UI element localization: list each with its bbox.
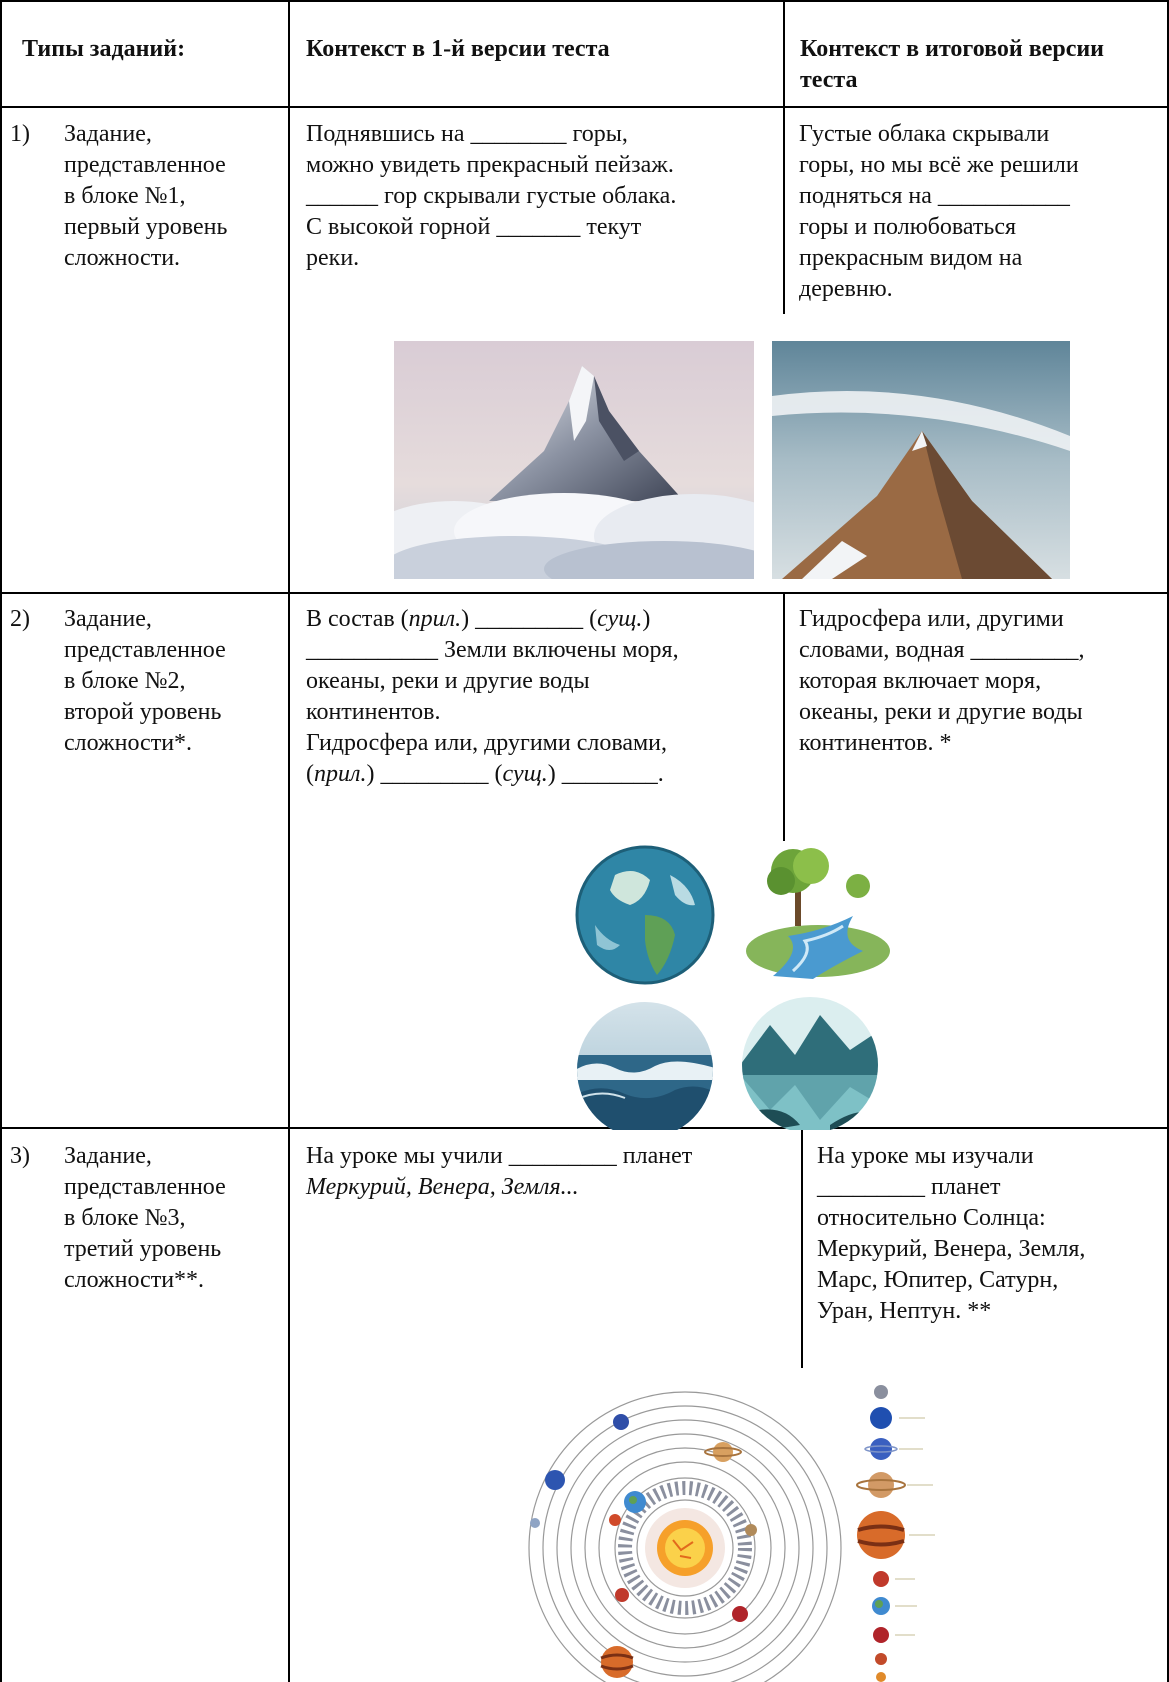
text-part: ) ________. xyxy=(547,761,664,787)
row2-type-line: в блоке №2, xyxy=(64,668,186,694)
row1-v1-line: Поднявшись на ________ горы, xyxy=(306,121,628,147)
row2-final-line: континентов. * xyxy=(799,730,952,756)
row2-final-line: которая включает моря, xyxy=(799,668,1042,694)
mountain-peak-image xyxy=(772,341,1070,579)
italic-part: сущ. xyxy=(597,606,643,632)
row3-type-line: представленное xyxy=(64,1174,226,1200)
row2-final-line: океаны, реки и другие воды xyxy=(799,699,1083,725)
col2-divider-row3 xyxy=(801,1129,803,1368)
row3-final-line: Уран, Нептун. ** xyxy=(817,1298,992,1324)
row2-type-line: представленное xyxy=(64,637,226,663)
col2-divider-row1 xyxy=(783,108,785,314)
row1-type-line: в блоке №1, xyxy=(64,183,186,209)
row3-v1-line: На уроке мы учили _________ планет xyxy=(306,1143,693,1169)
river-landscape-image xyxy=(743,841,893,979)
row3-final-line: относительно Солнца: xyxy=(817,1205,1046,1231)
header-divider xyxy=(0,106,1169,108)
row2-v1-line-6: (прил.) _________ (сущ.) ________. xyxy=(306,759,664,790)
row3-type-line: сложности**. xyxy=(64,1267,205,1293)
italic-part: сущ. xyxy=(502,761,548,787)
italic-part: прил. xyxy=(314,761,367,787)
row3-final-line: На уроке мы изучали xyxy=(817,1143,1034,1169)
row2-v1-line: ___________ Земли включены моря, xyxy=(306,637,679,663)
col2-divider-header xyxy=(783,0,785,108)
col2-divider-row2 xyxy=(783,594,785,890)
row2-divider xyxy=(0,1127,1169,1129)
row1-v1-line: реки. xyxy=(306,245,360,271)
row3-final-line: _________ планет xyxy=(817,1174,1001,1200)
row2-v1-line: континентов. xyxy=(306,699,441,725)
text-part: ) xyxy=(642,606,651,632)
row2-type-line: сложности*. xyxy=(64,730,193,756)
row3-type-line: в блоке №3, xyxy=(64,1205,186,1231)
mountain-lake-image xyxy=(740,995,880,1130)
text-part: В состав ( xyxy=(306,606,409,632)
solar-system-image xyxy=(515,1380,855,1682)
planet-list-image xyxy=(855,1385,945,1682)
row1-final-line: Густые облака скрывали xyxy=(799,121,1050,147)
table-border-right xyxy=(1167,0,1169,1682)
row3-type-line: Задание, xyxy=(64,1143,152,1169)
row1-v1-line: С высокой горной _______ текут xyxy=(306,214,642,240)
row2-number: 2) xyxy=(10,606,30,632)
row3-number: 3) xyxy=(10,1143,30,1169)
row1-final-line: деревню. xyxy=(799,276,893,302)
row1-final-line: подняться на ___________ xyxy=(799,183,1070,209)
row1-final-line: горы, но мы всё же решили xyxy=(799,152,1079,178)
row2-type-line: второй уровень xyxy=(64,699,222,725)
row3-final-line: Марс, Юпитер, Сатурн, xyxy=(817,1267,1059,1293)
row1-v1-line: ______ гор скрывали густые облака. xyxy=(306,183,677,209)
row2-final-line: Гидросфера или, другими xyxy=(799,606,1064,632)
row1-divider xyxy=(0,592,1169,594)
italic-part: прил. xyxy=(408,606,462,632)
text-part: ) _________ ( xyxy=(366,761,503,787)
header-final-line1: Контекст в итоговой версии xyxy=(800,36,1105,62)
row2-v1-line-1: В состав (прил.) _________ (сущ.) xyxy=(306,604,650,635)
italic-part: Меркурий, Венера, Земля... xyxy=(306,1174,579,1200)
col1-divider xyxy=(288,0,290,1682)
table-border-left xyxy=(0,0,2,1682)
row2-v1-line: Гидросфера или, другими словами, xyxy=(306,730,668,756)
row1-type-line: сложности. xyxy=(64,245,181,271)
row1-final-line: горы и полюбоваться xyxy=(799,214,1017,240)
row1-v1-line: можно увидеть прекрасный пейзаж. xyxy=(306,152,674,178)
row3-type-line: третий уровень xyxy=(64,1236,222,1262)
row2-final-line: словами, водная _________, xyxy=(799,637,1085,663)
row3-final-line: Меркурий, Венера, Земля, xyxy=(817,1236,1086,1262)
earth-globe-image xyxy=(575,845,715,985)
row1-number: 1) xyxy=(10,121,30,147)
table-border-top xyxy=(0,0,1169,2)
row1-final-line: прекрасным видом на xyxy=(799,245,1023,271)
row1-type-line: первый уровень xyxy=(64,214,228,240)
header-final-line2: теста xyxy=(800,67,858,93)
row3-v1-line-italic: Меркурий, Венера, Земля... xyxy=(306,1172,579,1203)
text-part: ) _________ ( xyxy=(461,606,598,632)
ocean-waves-image xyxy=(575,1000,715,1130)
row1-type-line: представленное xyxy=(64,152,226,178)
mountain-in-clouds-image xyxy=(394,341,754,579)
header-types: Типы заданий: xyxy=(22,36,186,62)
text-part: ( xyxy=(306,761,314,787)
header-version1: Контекст в 1-й версии теста xyxy=(306,36,610,62)
row2-v1-line: океаны, реки и другие воды xyxy=(306,668,590,694)
row2-type-line: Задание, xyxy=(64,606,152,632)
row1-type-line: Задание, xyxy=(64,121,152,147)
